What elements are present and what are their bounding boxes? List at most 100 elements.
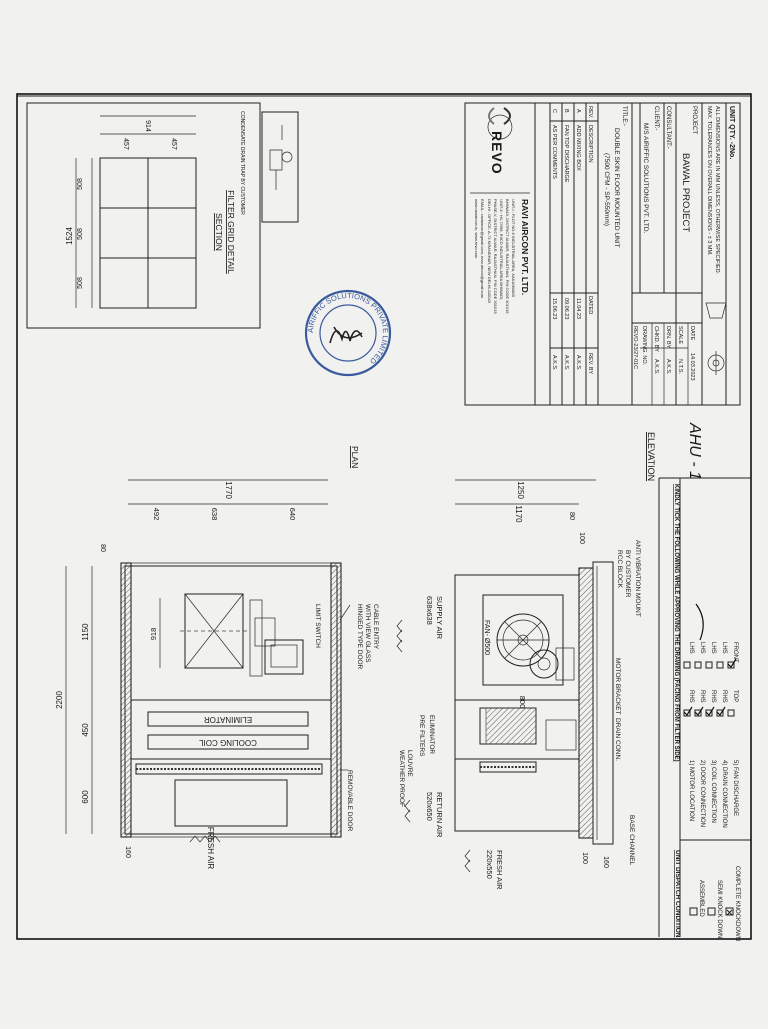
elev-dim: 100 <box>581 852 588 864</box>
title-label: TITLE:- <box>621 106 627 126</box>
svg-text:15.06.23: 15.06.23 <box>551 298 557 319</box>
drain-trap-note: CONDENSATE DRAIN TRAP BY CUSTOMER <box>239 111 245 215</box>
return-air-label: RETURN AIR <box>435 792 444 838</box>
svg-text:A: A <box>575 109 581 113</box>
company-address: UNIT-I : PLOT NO.6 INDUSTRIAL AREA, KAKA… <box>511 199 516 297</box>
svg-text:A.K.S.: A.K.S. <box>563 355 569 371</box>
svg-text:11.04.23: 11.04.23 <box>575 298 581 319</box>
consultant-label: CONSULTANT:- <box>665 106 671 149</box>
section-dim: 508 <box>77 228 84 240</box>
approval-checkbox[interactable] <box>716 709 724 717</box>
plan-label: PLAN <box>350 446 360 468</box>
approval-checkbox[interactable] <box>694 709 702 717</box>
section-dim-width: 914 <box>144 120 151 132</box>
supply-size: 638x638 <box>425 596 434 625</box>
signature <box>329 326 363 344</box>
view-glass-label: WITH VIEW GLASS <box>364 604 371 663</box>
svg-text:RHS: RHS <box>688 690 694 703</box>
revision-row: C AS PER COMMENTS 15.06.23 A.K.S. <box>551 109 557 371</box>
approval-checkbox[interactable] <box>705 709 713 717</box>
removable-door-label: REMOVABLE DOOR <box>346 770 353 832</box>
handwritten-ahu-tag: AHU - 1 <box>686 422 703 480</box>
elev-dim: 1250 <box>516 481 525 499</box>
desc-header: DESCRIPTION <box>587 125 593 163</box>
svg-text:LHS: LHS <box>688 642 694 654</box>
approval-checkbox[interactable] <box>705 661 713 669</box>
hinged-door-label: HINGED TYPE DOOR <box>356 604 363 670</box>
company-stamp: AIRIFFIC SOLUTIONS PRIVATE LIMITED <box>304 289 392 377</box>
plan-fresh-air: FRESH AIR <box>206 827 215 869</box>
client-label: CLIENT:- <box>653 106 659 130</box>
approval-title: KINDLY TICK THE FOLLOWING WHILE APPROVIN… <box>673 484 679 762</box>
company-address: DELHI : OFFICE- A-73 KIRANDHAR, NEW DELH… <box>487 199 492 304</box>
svg-text:RHS: RHS <box>699 690 705 703</box>
svg-text:LHS: LHS <box>699 642 705 654</box>
svg-text:AS PER COMMENTS: AS PER COMMENTS <box>551 125 557 179</box>
plan-dim: 450 <box>81 723 90 737</box>
company-logo-icon: REVO <box>487 107 513 175</box>
project-name: BAWAL PROJECT <box>680 153 691 232</box>
arrow-icon <box>189 835 221 843</box>
svg-text:SEMI KNOCK DOWN: SEMI KNOCK DOWN <box>716 880 722 938</box>
note-dimensions: ALL DIMENSIONS ARE IN MM UNLESS, OTHERWI… <box>714 106 720 275</box>
company-address: BHIWADI, DISTRICT ALWAR, RAJASTHAN- PIN … <box>505 199 510 314</box>
svg-text:RHS: RHS <box>710 690 716 703</box>
drawing-no-label: DRAWING. NO. <box>641 326 647 366</box>
revby-header: REV. BY <box>587 353 593 375</box>
anti-vibration-label: ANTI VIBRATION MOUNT <box>634 540 641 617</box>
elev-eliminator-label: ELIMINATOR <box>428 715 435 754</box>
date-value: 14.03.2023 <box>689 353 695 381</box>
scale-label: SCALE <box>677 326 683 344</box>
elevation-label: ELEVATION <box>646 432 656 481</box>
elev-fresh-air: FRESH AIR <box>495 850 504 890</box>
approval-row-label: 1) MOTOR LOCATION <box>688 760 694 821</box>
company-name: RAVI AIRCON PVT. LTD. <box>520 199 530 295</box>
svg-text:ASSEMBLED: ASSEMBLED <box>698 880 704 917</box>
rev-header: REV. <box>587 106 593 119</box>
svg-text:TOP: TOP <box>732 690 738 702</box>
dispatch-title: UNIT DISPATCH CONDITION <box>674 850 681 938</box>
fan-label: FAN- Ø500 <box>483 620 490 655</box>
svg-text:C: C <box>551 109 557 113</box>
elev-dim: 100 <box>578 532 585 544</box>
plan-dim-width: 640 <box>288 508 297 521</box>
plan-dim: 80 <box>99 544 106 552</box>
cable-entry-label: CABLE ENTRY <box>372 604 379 650</box>
company-email: EMAIL : raviaircon@gmail.com, revo.airco… <box>480 199 485 299</box>
svg-text:LHS: LHS <box>710 642 716 654</box>
client-name: M/S AIRIFFIC SOLUTIONS PVT. LTD. <box>642 123 649 234</box>
project-label: PROJECT <box>691 106 697 134</box>
dispatch-checkbox[interactable] <box>707 907 716 916</box>
svg-text:B: B <box>563 109 569 113</box>
drawing-border <box>16 93 752 940</box>
dispatch-checkbox[interactable] <box>689 907 698 916</box>
svg-text:LHS: LHS <box>721 642 727 654</box>
approval-row-label: 5) FAN DISCHARGE <box>732 760 738 816</box>
approval-checkbox[interactable] <box>694 661 702 669</box>
section-dim-total: 1524 <box>65 227 74 245</box>
approval-checkbox[interactable] <box>683 661 691 669</box>
section-dim-width: 457 <box>122 138 129 150</box>
approval-checkbox[interactable] <box>727 661 735 669</box>
plan-dim-width: 492 <box>152 508 161 521</box>
section-frame <box>26 102 261 329</box>
title-line2: (7500 CFM - SP-550mm) <box>603 153 610 226</box>
unit-qty: UNIT QTY. -2No. <box>728 106 735 159</box>
plan-dim-width: 1770 <box>224 481 233 499</box>
approval-checkbox[interactable] <box>716 661 724 669</box>
svg-text:FRONT: FRONT <box>732 642 738 663</box>
approval-checkbox[interactable] <box>683 709 691 717</box>
approval-checkbox[interactable] <box>727 709 735 717</box>
approval-row-label: 4) DRAIN CONNECTION <box>721 760 727 828</box>
date-label: DATE <box>689 326 695 341</box>
svg-text:ADD MIXING BOX: ADD MIXING BOX <box>575 125 581 171</box>
dispatch-checkbox-checked[interactable] <box>725 907 734 916</box>
svg-text:REVO: REVO <box>489 131 505 175</box>
motor-icon <box>529 647 575 681</box>
company-address: UNIT-II : H1-7/398, RIICO INDUSTRIAL ARE… <box>499 199 504 300</box>
chkd-label: CHKD. BY <box>653 326 659 352</box>
drain-conn-label: DRAIN CONN. <box>614 718 621 761</box>
svg-text:RHS: RHS <box>721 690 727 703</box>
